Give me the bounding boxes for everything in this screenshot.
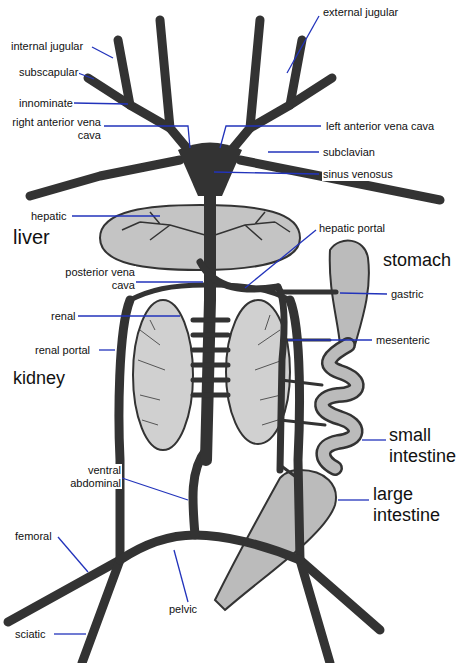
vessel-label: subclavian xyxy=(322,146,376,159)
vessel-label: hepatic portal xyxy=(318,222,386,235)
vessel-label: ventral abdominal xyxy=(48,464,122,489)
organ-label: small intestine xyxy=(388,425,470,466)
vessel-label: renal xyxy=(50,310,76,323)
vessel-label: pelvic xyxy=(168,603,198,616)
organ-label: large intestine xyxy=(372,484,469,525)
vessel-label: gastric xyxy=(390,288,424,301)
vessel-label: sinus venosus xyxy=(322,168,394,181)
vessel-label: sciatic xyxy=(14,628,47,641)
vessel-label: renal portal xyxy=(34,344,91,357)
vessel-label: external jugular xyxy=(322,6,399,19)
vessel-label: posterior vena cava xyxy=(60,266,136,291)
vessel-label: subscapular xyxy=(18,66,79,79)
vessel-label: left anterior vena cava xyxy=(325,120,435,133)
organ-label: liver xyxy=(12,226,51,249)
vessel-label: internal jugular xyxy=(10,40,84,53)
vessel-label: hepatic xyxy=(30,210,67,223)
organ-label: kidney xyxy=(12,368,66,389)
vessel-label: mesenteric xyxy=(375,334,431,347)
vessel-label: right anterior vena cava xyxy=(2,116,102,141)
organ-label: stomach xyxy=(382,250,452,271)
vessel-label: innominate xyxy=(18,97,74,110)
vessel-label: femoral xyxy=(14,530,53,543)
